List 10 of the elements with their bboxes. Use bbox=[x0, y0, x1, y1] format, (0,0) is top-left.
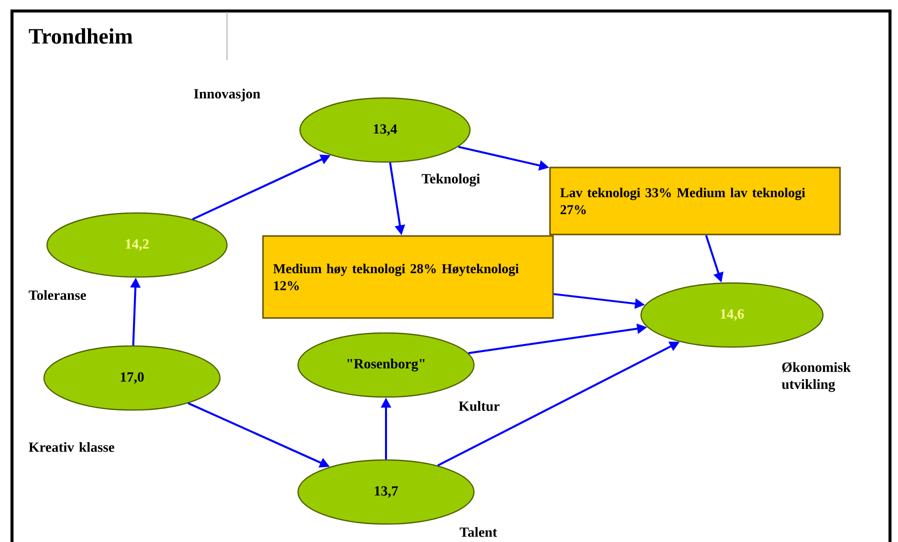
node-caption: Kultur bbox=[458, 401, 500, 411]
node-caption: Teknologi bbox=[422, 174, 480, 186]
node-caption: Kreativ klasse bbox=[28, 442, 114, 452]
title: Trondheim bbox=[28, 28, 132, 44]
node-caption: Innovasjon bbox=[194, 88, 260, 102]
node-caption: Økonomisk utvikling bbox=[782, 362, 851, 392]
node-caption: Toleranse bbox=[28, 290, 86, 300]
info-box: Medium høy teknologi 28% Høyteknologi 12% bbox=[262, 235, 554, 319]
node-caption: Talent bbox=[460, 527, 498, 537]
info-box: Lav teknologi 33% Medium lav teknologi 27% bbox=[549, 166, 841, 236]
